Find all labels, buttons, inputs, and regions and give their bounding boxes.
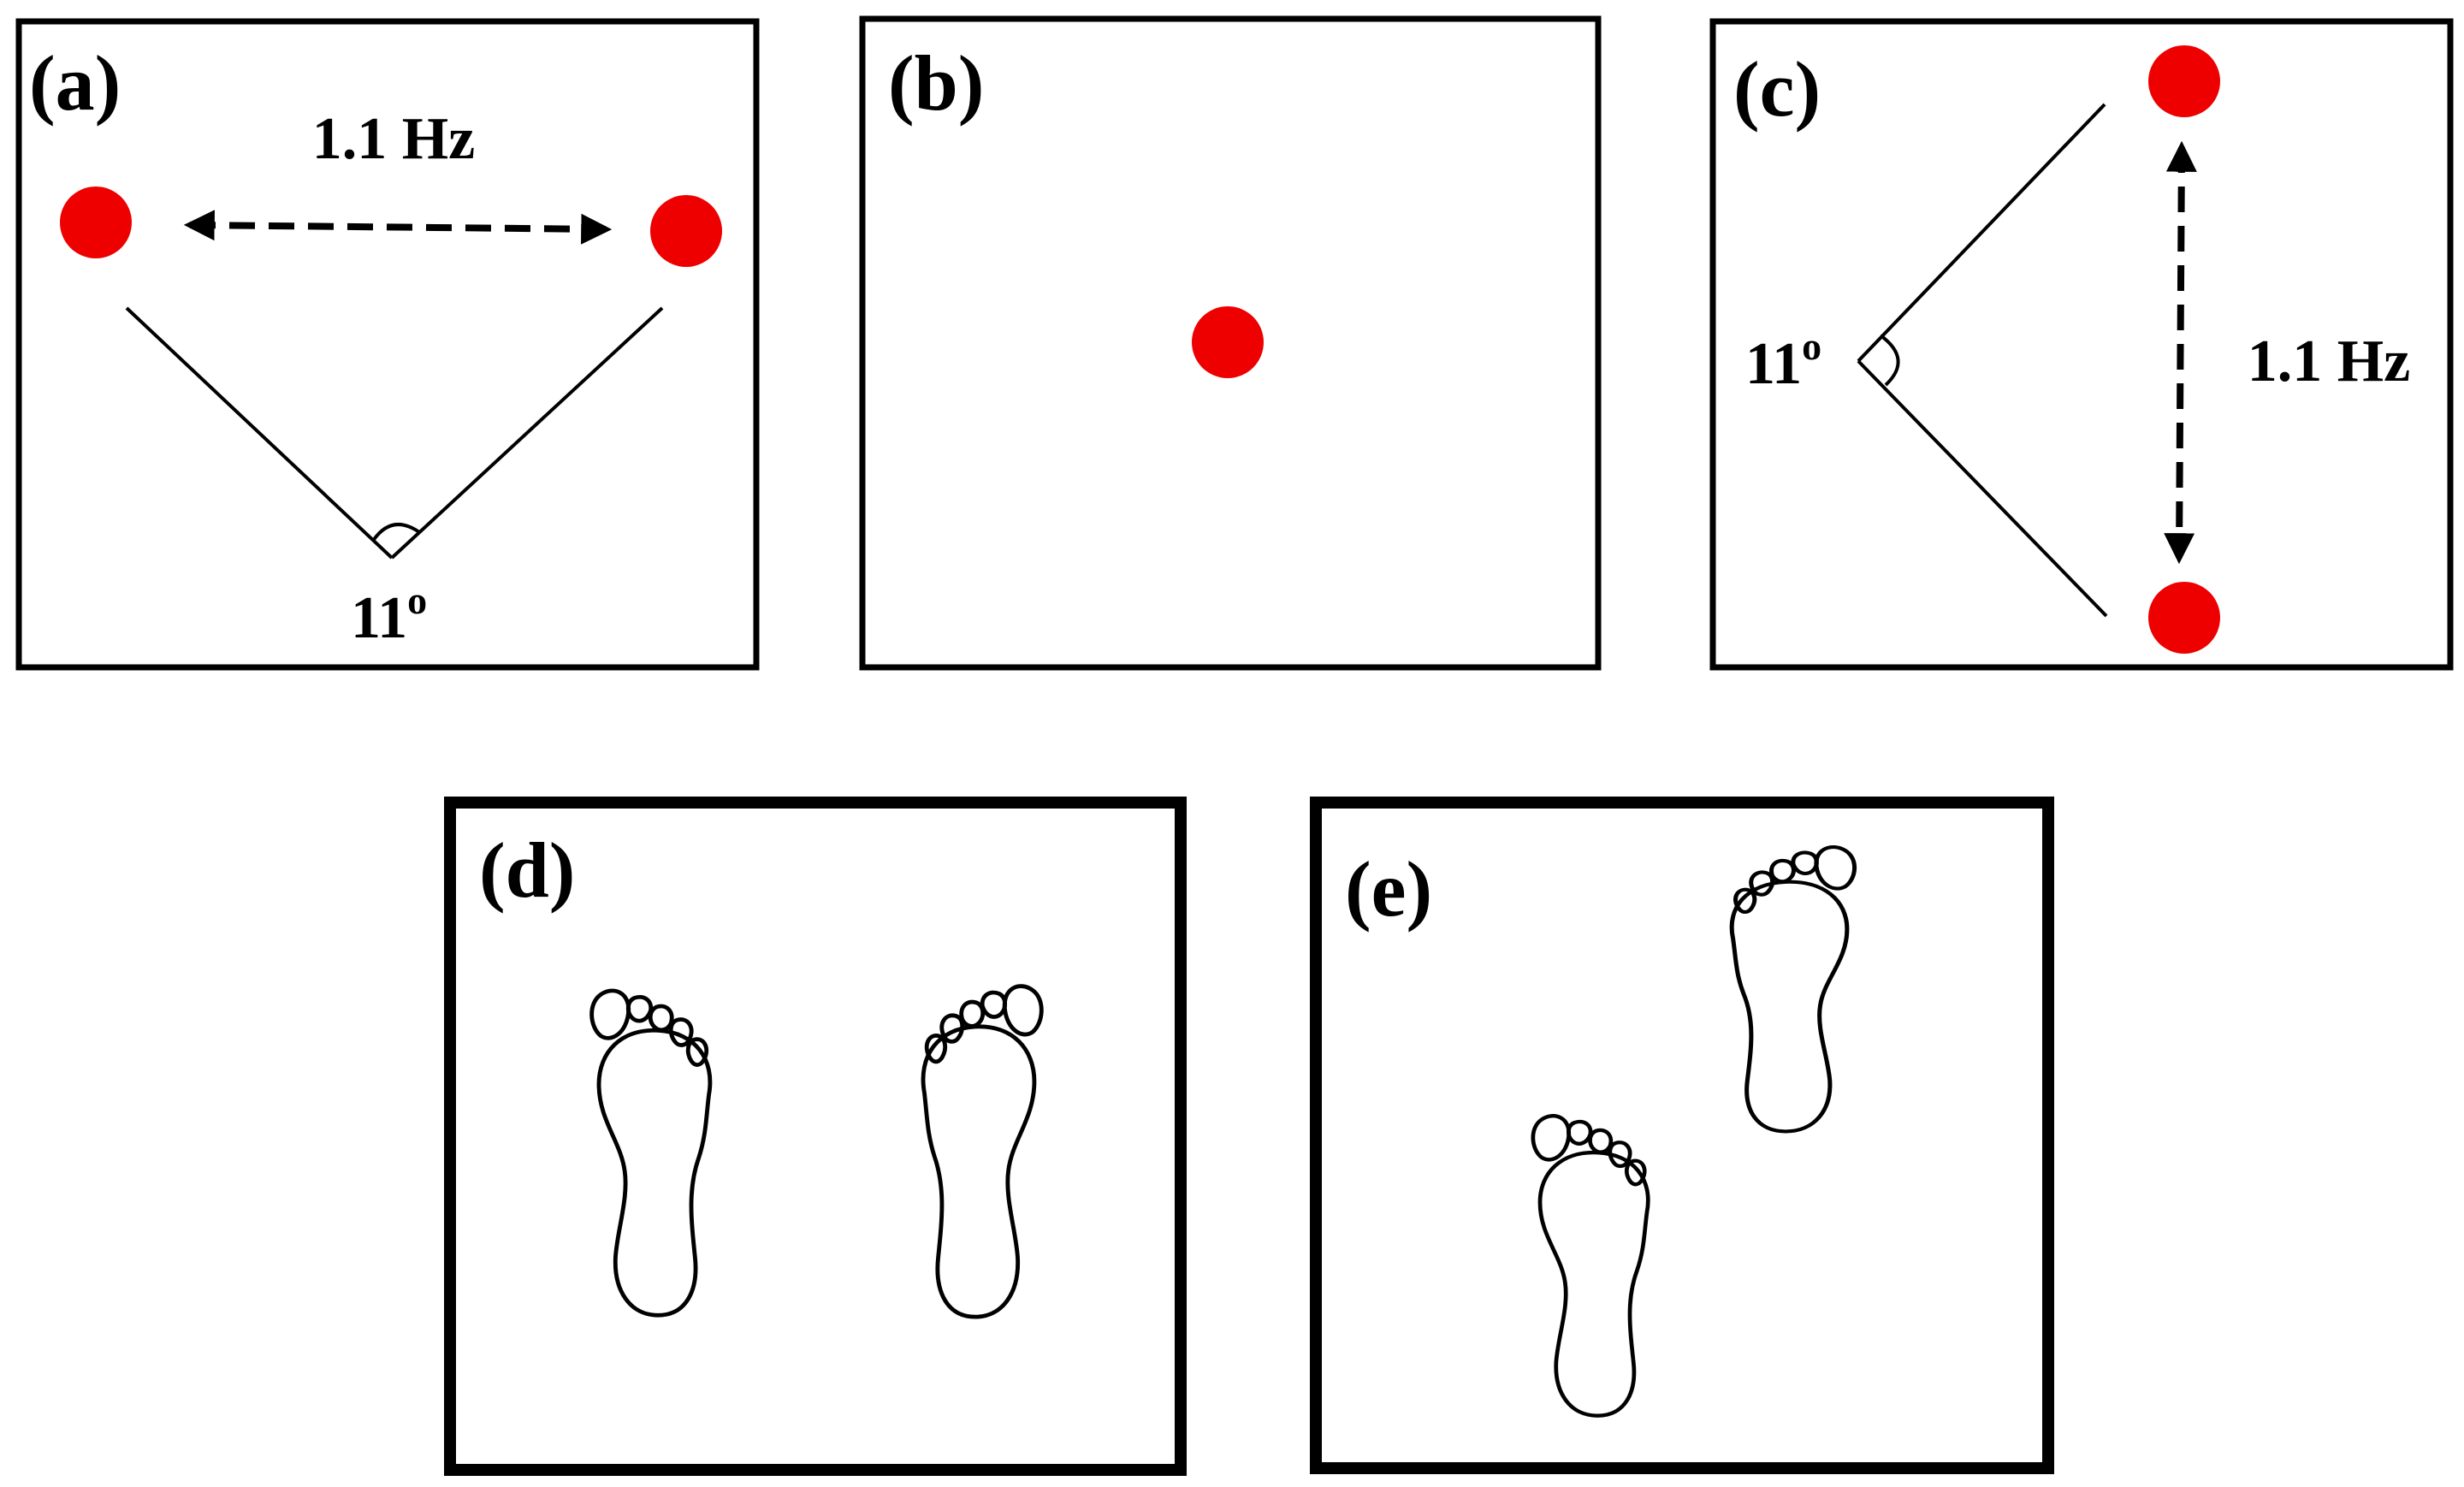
panel-b: (b) [859,15,1602,671]
panel-a-label: (a) [29,39,121,127]
target-dot-icon [2148,582,2220,654]
panel-a: (a) 1.1 Hz 11o [15,18,760,671]
panel-d-label: (d) [479,826,575,914]
panel-c-label: (c) [1733,45,1821,133]
panel-e-label: (e) [1345,845,1432,933]
panel-c-angle: 11o [1745,324,1821,397]
footprint-icon [923,986,1041,1318]
target-dot-icon [2148,45,2220,117]
angle-line-bottom [1857,359,2108,618]
angle-arc-icon [1879,334,1900,387]
panel-a-angle-value: 11 [351,585,407,651]
angle-line-right [390,306,664,560]
footprint-icon [592,991,710,1315]
target-dot-icon [1192,306,1264,378]
panel-a-frame [15,18,760,671]
panel-b-label: (b) [888,39,984,127]
panel-c-angle-unit: o [1802,324,1821,368]
panel-b-frame [859,15,1602,671]
target-dot-icon [60,187,132,258]
double-arrow-icon [2164,140,2197,565]
panel-c: (c) 11o 1.1 Hz [1709,18,2454,671]
footprint-icon [1533,1116,1648,1415]
angle-arc-icon [371,523,421,542]
panel-a-frequency: 1.1 Hz [312,106,476,172]
double-arrow-icon [183,210,613,245]
panel-d-frame [444,797,1187,1476]
target-dot-icon [650,195,722,267]
angle-line-top [1857,103,2106,363]
panel-c-frequency: 1.1 Hz [2248,329,2411,394]
angle-line-left [125,306,394,560]
footprint-icon [1732,847,1854,1131]
panel-e: (e) [1310,797,2054,1474]
panel-c-frame [1709,18,2454,671]
panel-a-angle: 11o [351,578,427,651]
panel-c-angle-value: 11 [1745,331,1802,397]
panel-a-angle-unit: o [407,578,427,622]
panel-d: (d) [444,797,1187,1476]
panel-e-frame [1310,797,2054,1474]
